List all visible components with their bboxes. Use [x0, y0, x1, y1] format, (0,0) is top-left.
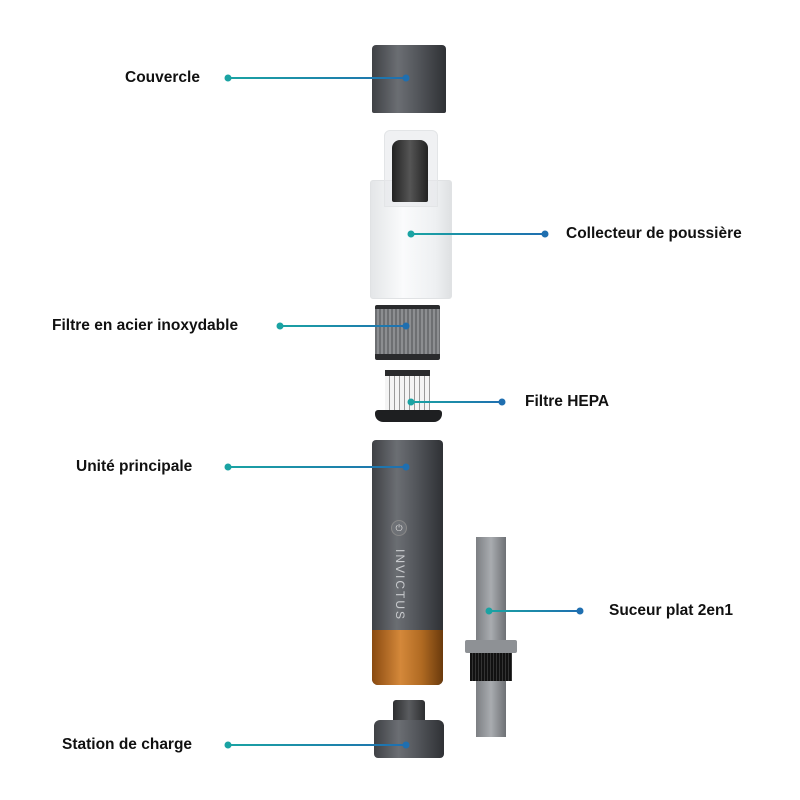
power-button-icon: ⏻ — [391, 520, 407, 536]
callout-dot — [407, 398, 415, 406]
main-unit-part: ⏻ INVICTUS — [372, 440, 443, 685]
label-suceur: Suceur plat 2en1 — [609, 602, 734, 619]
brand-text: INVICTUS — [393, 548, 407, 621]
hepa-filter-part — [385, 370, 430, 412]
hepa-filter-base — [375, 410, 442, 422]
callout-line-suceur — [489, 610, 580, 612]
dust-collector-inner — [392, 140, 428, 202]
crevice-tool-brush — [470, 653, 512, 681]
callout-dot — [224, 463, 232, 471]
label-couvercle: Couvercle — [125, 69, 200, 86]
label-unite: Unité principale — [76, 458, 193, 475]
callout-dot — [485, 607, 493, 615]
crevice-tool-clip — [465, 640, 517, 653]
steel-filter-part — [375, 305, 440, 360]
callout-line-filtre-hepa — [411, 401, 502, 403]
callout-line-collecteur — [411, 233, 545, 235]
callout-dot — [402, 741, 410, 749]
callout-line-unite — [228, 466, 406, 468]
callout-dot — [498, 398, 506, 406]
callout-dot — [402, 74, 410, 82]
crevice-tool-part — [476, 537, 506, 737]
callout-line-filtre-acier — [280, 325, 406, 327]
callout-line-couvercle — [228, 77, 406, 79]
orange-band — [372, 630, 443, 685]
label-collecteur: Collecteur de poussière — [566, 225, 742, 242]
callout-dot — [407, 230, 415, 238]
label-filtre-hepa: Filtre HEPA — [525, 393, 610, 410]
callout-dot — [224, 741, 232, 749]
label-station: Station de charge — [62, 736, 193, 753]
callout-dot — [402, 322, 410, 330]
callout-dot — [224, 74, 232, 82]
callout-dot — [576, 607, 584, 615]
callout-dot — [541, 230, 549, 238]
callout-dot — [276, 322, 284, 330]
label-filtre-acier: Filtre en acier inoxydable — [52, 317, 239, 334]
callout-line-station — [228, 744, 406, 746]
charging-station-part — [374, 720, 444, 758]
callout-dot — [402, 463, 410, 471]
